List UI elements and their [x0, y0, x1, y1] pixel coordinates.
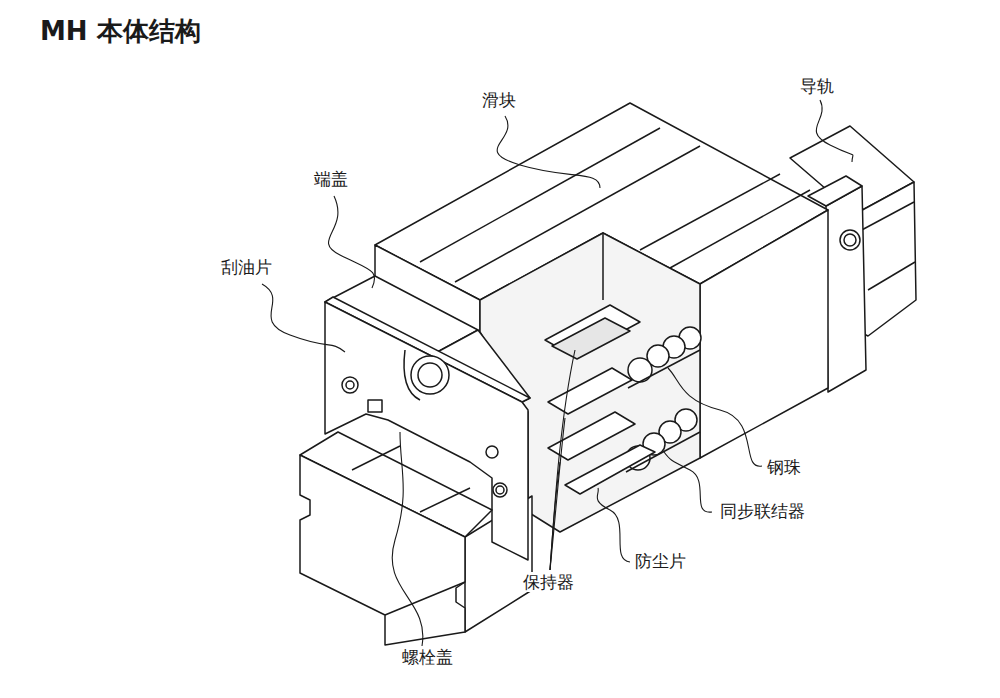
part-label: 螺栓盖 — [400, 647, 455, 667]
part-label: 同步联结器 — [718, 501, 807, 521]
part-label: 钢珠 — [765, 457, 803, 477]
part-label: 保持器 — [521, 572, 576, 592]
part-label: 刮油片 — [219, 257, 274, 277]
diagram-title: MH 本体结构 — [38, 16, 203, 47]
part-label: 端盖 — [312, 169, 350, 189]
part-label: 导轨 — [798, 76, 836, 96]
part-label: 滑块 — [480, 90, 518, 110]
part-label: 防尘片 — [633, 551, 688, 571]
